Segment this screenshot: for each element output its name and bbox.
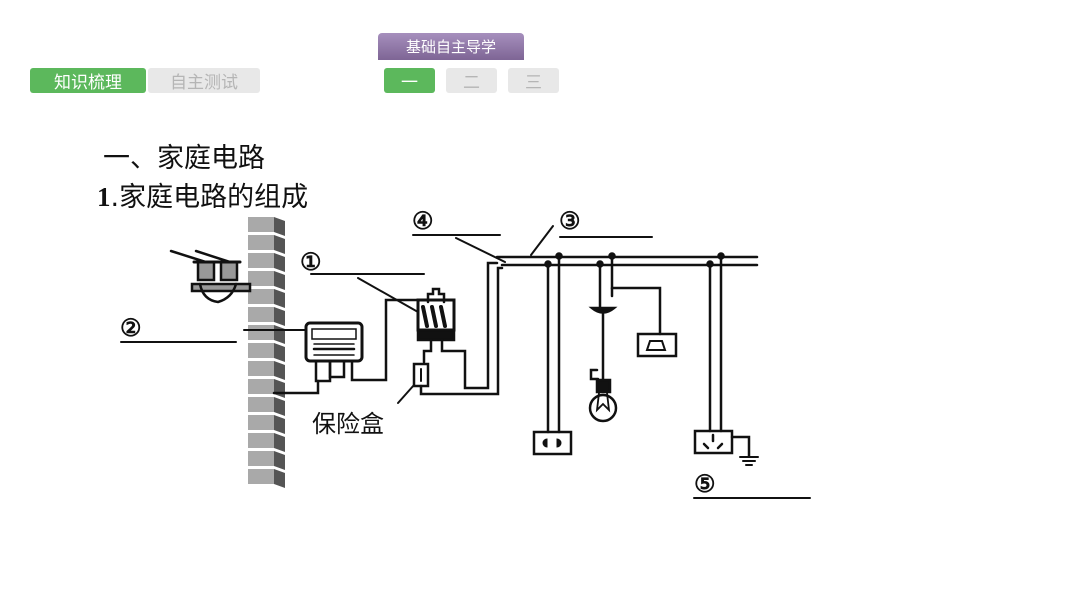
section-heading: 一、家庭电路 bbox=[103, 143, 265, 174]
wall-brick-side bbox=[274, 415, 285, 434]
page-tab-1[interactable]: 一 bbox=[384, 68, 435, 93]
page-tab-3[interactable]: 三 bbox=[508, 68, 559, 93]
wall-brick bbox=[248, 253, 274, 268]
wall-brick-side bbox=[274, 325, 285, 344]
label-4: ④ bbox=[412, 209, 434, 235]
wall-brick-side bbox=[274, 397, 285, 416]
main-switch-icon bbox=[416, 261, 499, 390]
subsection-heading: 1.家庭电路的组成 bbox=[97, 175, 308, 214]
wall-brick bbox=[248, 325, 274, 340]
wall-brick-side bbox=[274, 289, 285, 308]
wall-brick-side bbox=[274, 451, 285, 470]
wall-brick bbox=[248, 361, 274, 376]
label-3-group: ③ bbox=[530, 209, 653, 256]
wall-brick bbox=[248, 235, 274, 250]
label-5-group: ⑤ bbox=[693, 472, 811, 499]
wall-brick bbox=[248, 451, 274, 466]
label-2: ② bbox=[120, 316, 142, 342]
label-5: ⑤ bbox=[694, 472, 716, 498]
subsection-number: 1 bbox=[97, 182, 111, 212]
wall-brick bbox=[248, 379, 274, 394]
wall-brick bbox=[248, 343, 274, 358]
fuse-box-caption: 保险盒 bbox=[312, 410, 384, 438]
electric-meter-icon bbox=[272, 298, 420, 395]
wall-brick-side bbox=[274, 379, 285, 398]
brick-wall bbox=[248, 217, 285, 488]
wall-brick-side bbox=[274, 307, 285, 326]
wall-brick bbox=[248, 397, 274, 412]
page-tab-2[interactable]: 二 bbox=[446, 68, 497, 93]
label-2-group: ② bbox=[120, 316, 307, 343]
section-badge: 基础自主导学 bbox=[378, 33, 524, 60]
wall-brick-side bbox=[274, 271, 285, 290]
label-1: ① bbox=[300, 250, 322, 276]
wall-brick bbox=[248, 271, 274, 286]
wall-brick-side bbox=[274, 343, 285, 362]
wall-brick-side bbox=[274, 235, 285, 254]
wall-brick bbox=[248, 289, 274, 304]
fuse-box-icon: 保险盒 bbox=[312, 266, 504, 438]
wall-brick-side bbox=[274, 217, 285, 236]
tab-knowledge-review[interactable]: 知识梳理 bbox=[30, 68, 146, 93]
wall-brick-side bbox=[274, 433, 285, 452]
label-3: ③ bbox=[559, 209, 581, 235]
wall-brick bbox=[248, 469, 274, 484]
tab-self-test[interactable]: 自主测试 bbox=[148, 68, 260, 93]
label-1-group: ① bbox=[300, 250, 425, 313]
wall-brick bbox=[248, 217, 274, 232]
lamp-with-switch-icon bbox=[588, 252, 678, 423]
incoming-line-insulators bbox=[169, 249, 252, 304]
wall-brick-side bbox=[274, 469, 285, 488]
two-pin-socket-icon bbox=[532, 252, 573, 456]
wall-brick bbox=[248, 307, 274, 322]
wall-brick bbox=[248, 433, 274, 448]
label-4-group: ④ bbox=[412, 209, 506, 263]
three-pin-socket-icon bbox=[693, 252, 759, 466]
wall-brick bbox=[248, 415, 274, 430]
wall-brick-side bbox=[274, 253, 285, 272]
wall-brick-side bbox=[274, 361, 285, 380]
subsection-title: .家庭电路的组成 bbox=[110, 182, 309, 213]
